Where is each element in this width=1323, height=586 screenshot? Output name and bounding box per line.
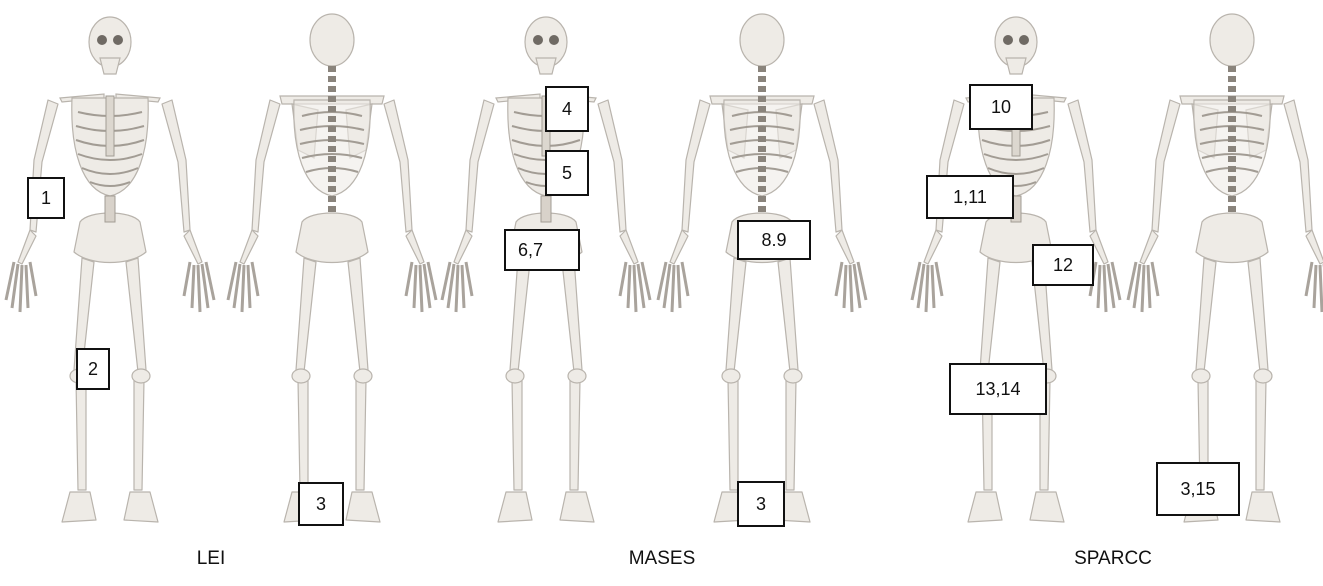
skeleton-back-mases [652,0,872,530]
enthesis-label-box: 1,11 [926,175,1014,219]
enthesis-label-box: 12 [1032,244,1094,286]
enthesis-label-box: 3,15 [1156,462,1240,516]
skeleton-back-lei [222,0,442,530]
caption-mases: MASES [629,548,696,570]
enthesis-label-box: 13,14 [949,363,1047,415]
enthesis-label-box: 5 [545,150,589,196]
caption-sparcc: SPARCC [1074,548,1152,570]
caption-lei: LEI [197,548,226,570]
enthesis-label-box: 4 [545,86,589,132]
enthesis-label-box: 8.9 [737,220,811,260]
enthesis-label-box: 6,7 [504,229,580,271]
skeleton-front-lei [0,0,220,530]
enthesis-label-box: 2 [76,348,110,390]
skeleton-back-sparcc [1122,0,1323,530]
enthesis-label-box: 3 [298,482,344,526]
enthesis-label-box: 10 [969,84,1033,130]
enthesis-label-box: 1 [27,177,65,219]
enthesis-label-box: 3 [737,481,785,527]
